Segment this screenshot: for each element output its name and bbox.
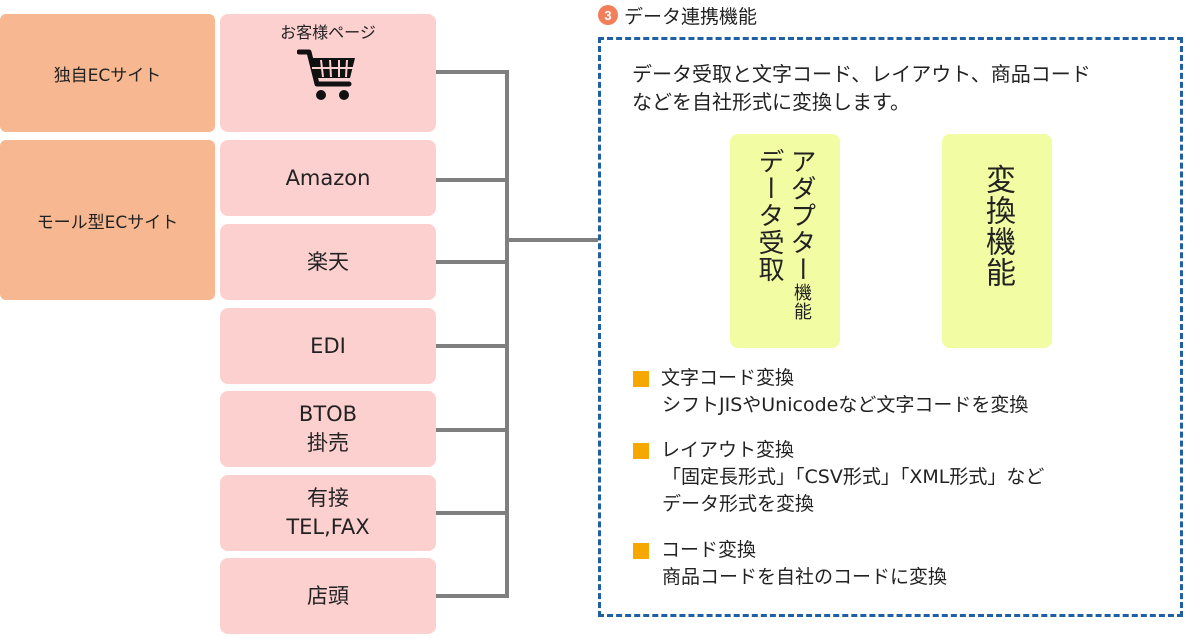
section-number-badge: 3 xyxy=(598,5,618,25)
feature-title: レイアウト変換 xyxy=(661,439,795,461)
category-mall-ec: モール型ECサイト xyxy=(0,140,215,300)
channel-tel-fax: 有接 TEL,FAX xyxy=(220,475,436,551)
category-label: 独自ECサイト xyxy=(53,65,162,86)
channel-label: EDI xyxy=(310,333,346,358)
channel-btob: BTOB 掛売 xyxy=(220,391,436,467)
feature-body: データ形式を変換 xyxy=(662,493,815,515)
feature-layout: レイアウト変換 「固定長形式」「CSV形式」「XML形式」など データ形式を変換 xyxy=(633,437,1044,518)
channel-label: Amazon xyxy=(285,165,371,190)
channel-label: BTOB xyxy=(298,402,358,426)
convert-function-box: 変換機能 xyxy=(942,134,1052,348)
channel-store: 店頭 xyxy=(220,558,436,634)
channel-label: 掛売 xyxy=(307,431,349,455)
channel-customer-page: お客様ページ xyxy=(220,14,436,132)
shopping-cart-icon xyxy=(297,49,355,100)
category-label: モール型ECサイト xyxy=(36,212,179,233)
description-line: などを自社形式に変換します。 xyxy=(632,90,910,114)
channel-label: お客様ページ xyxy=(280,23,376,42)
bullet-square-icon xyxy=(633,370,649,387)
feature-charset: 文字コード変換 シフトJISやUnicodeなど文字コードを変換 xyxy=(633,365,1028,419)
feature-body: シフトJISやUnicodeなど文字コードを変換 xyxy=(662,394,1029,416)
channel-rakuten: 楽天 xyxy=(220,224,436,300)
description-line: データ受取と文字コード、レイアウト、商品コード xyxy=(632,62,1091,86)
bullet-square-icon xyxy=(633,442,649,459)
feature-title: コード変換 xyxy=(661,539,757,561)
adapter-function-label: アダプター機能データ受取 xyxy=(754,148,816,321)
channel-edi: EDI xyxy=(220,308,436,384)
feature-code: コード変換 商品コードを自社のコードに変換 xyxy=(633,537,947,591)
section-title: 3 データ連携機能 xyxy=(598,2,757,28)
feature-title: 文字コード変換 xyxy=(661,367,795,389)
channel-label: 楽天 xyxy=(307,249,349,274)
data-integration-box xyxy=(598,37,1183,617)
channel-amazon: Amazon xyxy=(220,140,436,216)
feature-body: 商品コードを自社のコードに変換 xyxy=(662,566,948,588)
adapter-function-box: アダプター機能データ受取 xyxy=(730,134,840,348)
channel-label: 店頭 xyxy=(307,583,349,608)
section-title-text: データ連携機能 xyxy=(624,5,758,28)
channel-label: TEL,FAX xyxy=(286,515,370,539)
category-own-ec: 独自ECサイト xyxy=(0,14,215,132)
convert-function-label: 変換機能 xyxy=(980,164,1015,288)
feature-body: 「固定長形式」「CSV形式」「XML形式」など xyxy=(662,466,1045,488)
channel-label: 有接 xyxy=(307,486,349,510)
section-description: データ受取と文字コード、レイアウト、商品コード などを自社形式に変換します。 xyxy=(632,60,1172,116)
bullet-square-icon xyxy=(633,542,649,559)
